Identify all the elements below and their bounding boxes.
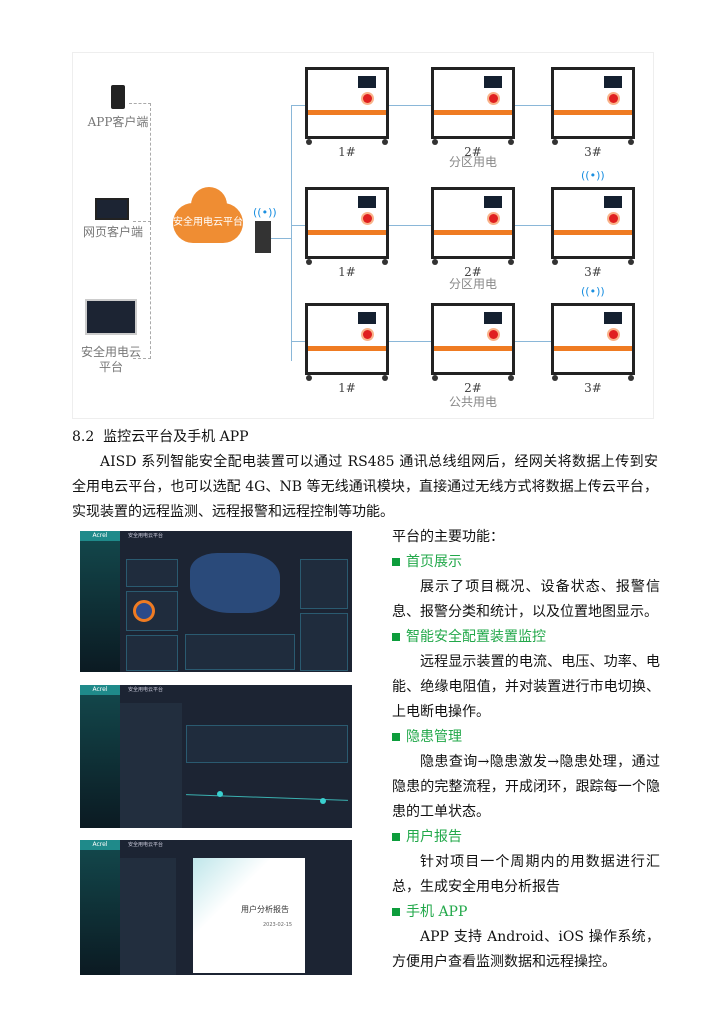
safety-distribution-device (551, 187, 635, 265)
client-label: 安全用电云平台 (81, 345, 142, 374)
device-label: 2# (464, 381, 482, 395)
group-label: 公共用电 (448, 395, 497, 409)
feature-heading: 隐患管理 (392, 725, 660, 750)
wifi-icon: ((•)) (581, 285, 605, 298)
device-label: 2# (464, 265, 482, 279)
wifi-icon: ((•)) (253, 206, 277, 219)
group-label: 分区用电 (448, 277, 497, 291)
bullet-square-icon (392, 633, 400, 641)
phone-icon (111, 85, 125, 109)
safety-distribution-device (305, 303, 389, 381)
client-label: 网页客户端 (82, 225, 143, 239)
feature-heading: 智能安全配置装置监控 (392, 625, 660, 650)
monitor-icon (85, 299, 137, 335)
section-heading: 8.2 监控云平台及手机 APP (72, 429, 249, 445)
feature-heading: 首页展示 (392, 550, 660, 575)
feature-description: 隐患查询→隐患激发→隐患处理，通过隐患的完整流程，开成闭环，跟踪每一个隐患的工单… (392, 754, 660, 820)
report-title: 用户分析报告 (241, 905, 289, 914)
feature-heading: 手机 APP (392, 900, 660, 925)
safety-distribution-device (551, 67, 635, 145)
device-label: 1# (338, 145, 356, 159)
wifi-icon: ((•)) (581, 169, 605, 182)
safety-distribution-device (431, 67, 515, 145)
device-label: 3# (584, 381, 602, 395)
safety-distribution-device (305, 67, 389, 145)
device-label: 1# (338, 265, 356, 279)
safety-distribution-device (431, 187, 515, 265)
device-label: 3# (584, 145, 602, 159)
device-label: 1# (338, 381, 356, 395)
feature-description: 针对项目一个周期内的用数据进行汇总，生成安全用电分析报告 (392, 854, 660, 895)
feature-description: 远程显示装置的电流、电压、功率、电能、绝缘电阻值，并对装置进行市电切换、上电断电… (392, 654, 660, 720)
tablet-icon (95, 198, 129, 220)
safety-distribution-device (431, 303, 515, 381)
device-label: 2# (464, 145, 482, 159)
section-paragraph: AISD 系列智能安全配电装置可以通过 RS485 通讯总线组网后，经网关将数据… (72, 454, 658, 520)
bullet-square-icon (392, 908, 400, 916)
feature-heading: 用户报告 (392, 825, 660, 850)
safety-distribution-device (305, 187, 389, 265)
feature-description: APP 支持 Android、iOS 操作系统，方便用户查看监测数据和远程操控。 (392, 929, 660, 970)
cloud-platform: 安全用电云平台 (173, 187, 243, 243)
bullet-square-icon (392, 833, 400, 841)
safety-distribution-device (551, 303, 635, 381)
system-diagram: APP客户端 网页客户端 安全用电云平台 安全用电云平台 ((•)) 1# 2# 3… (72, 52, 654, 419)
client-label: APP客户端 (87, 115, 149, 129)
device-label: 3# (584, 265, 602, 279)
group-label: 分区用电 (448, 155, 497, 169)
feature-list: 平台的主要功能： 首页展示展示了项目概况、设备状态、报警信息、报警分类和统计，以… (392, 525, 660, 975)
bullet-square-icon (392, 733, 400, 741)
bullet-square-icon (392, 558, 400, 566)
feature-intro: 平台的主要功能： (392, 529, 504, 545)
report-date: 2023-02-15 (263, 922, 293, 928)
feature-description: 展示了项目概况、设备状态、报警信息、报警分类和统计，以及位置地图显示。 (392, 579, 660, 620)
gateway-icon (255, 221, 271, 253)
